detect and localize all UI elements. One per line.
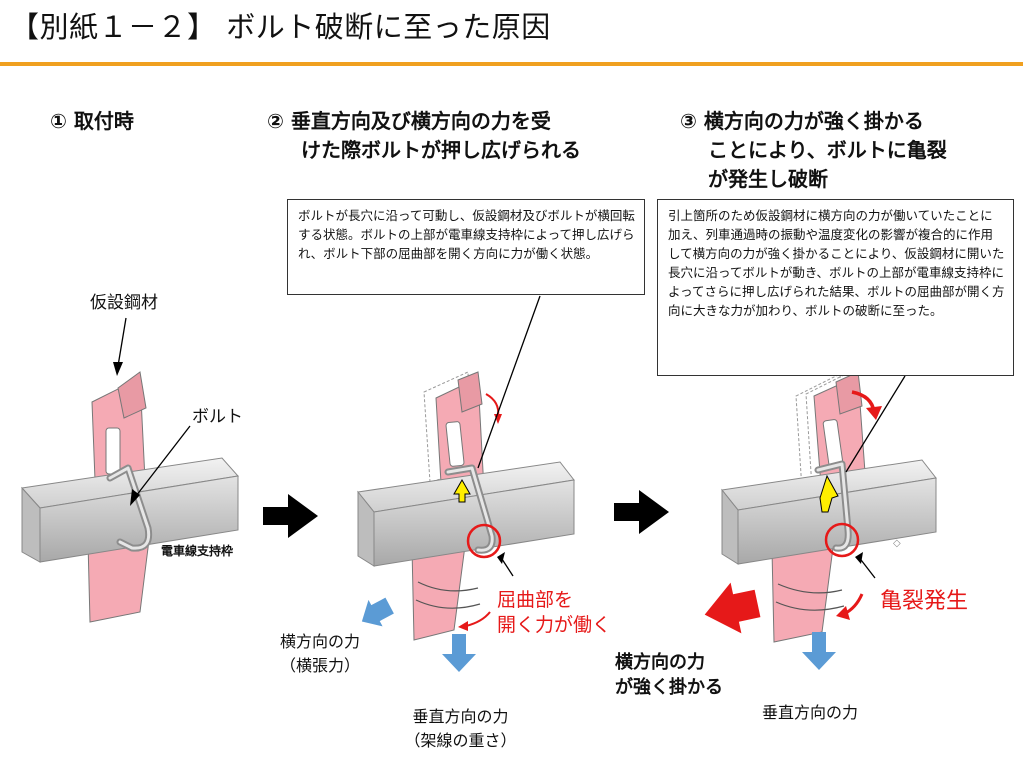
next-arrow-2 (614, 490, 669, 534)
steel-plate-slot (105, 427, 121, 475)
angle-end (721, 488, 739, 565)
title-underline (0, 62, 1023, 66)
label-strong-lateral: 横方向の力 が強く掛かる (615, 650, 723, 700)
vertical-force-line: 垂直方向の力 (412, 707, 509, 726)
label-lateral-force: 横方向の力 （横張力） (255, 628, 385, 676)
leader-desc2 (477, 295, 541, 469)
slide-arrow (453, 478, 471, 503)
label-support-frame: 電車線支持枠 (161, 544, 234, 558)
scene-3: ◇ (704, 371, 937, 670)
label-temporary-steel: 仮設鋼材 (90, 293, 158, 313)
strong-lateral-line-1: 横方向の力 (615, 652, 705, 673)
leader-steel-head (113, 362, 123, 376)
leader-bolt-head (130, 489, 140, 506)
force-arrow-strong (704, 582, 761, 634)
bend-force-line-1: 屈曲部を (497, 589, 574, 611)
force-arrow-lateral (361, 597, 394, 627)
vertical-force-sub: （架線の重さ） (404, 731, 517, 750)
force-arrow-vertical (802, 632, 836, 670)
page-title: 【別紙１－２】 ボルト破断に至った原因 (10, 10, 551, 44)
angle-end (21, 486, 41, 563)
crack-highlight (824, 522, 860, 558)
step-3-description: 引上箇所のため仮設鋼材に横方向の力が働いていたことに加え、列車通過時の振動や温度… (657, 199, 1014, 376)
leader-desc3 (845, 375, 906, 473)
step-2-description: ボルトが長穴に沿って可動し、仮設鋼材及びボルトが横回転する状態。ボルトの上部が電… (287, 199, 645, 295)
bend-force-line-2: 開く力が働く (497, 614, 612, 636)
slide-arrow (819, 474, 839, 513)
label-crack: 亀裂発生 (880, 589, 969, 614)
strong-lateral-line-2: が強く掛かる (615, 677, 723, 698)
label-bolt: ボルト (192, 407, 243, 427)
label-bend-force: 屈曲部を 開く力が働く (497, 588, 611, 638)
next-arrow-1 (263, 494, 318, 538)
angle-end (357, 490, 375, 567)
step-3-heading-line-3: が発生し破断 (708, 167, 828, 191)
step-1-heading: ① 取付時 (50, 107, 134, 136)
rotate-arrow (485, 393, 500, 417)
lateral-force-line: 横方向の力 (279, 632, 360, 651)
lateral-force-sub: （横張力） (279, 656, 360, 675)
leader-bolt (135, 425, 191, 497)
force-arrow-vertical (442, 634, 476, 672)
label-vertical-force: 垂直方向の力 （架線の重さ） (393, 703, 528, 751)
step-2-heading-line-1: ② 垂直方向及び横方向の力を受 (267, 109, 551, 133)
leader-steel (117, 317, 127, 367)
step-3-heading-line-1: ③ 横方向の力が強く掛かる (680, 109, 924, 133)
step-1-heading-line: ① 取付時 (50, 109, 134, 133)
step-3-heading-line-2: ことにより、ボルトに亀裂 (708, 138, 947, 162)
scene-1 (21, 317, 239, 623)
label-vertical-force-3: 垂直方向の力 (762, 703, 859, 722)
bend-highlight (466, 523, 502, 559)
svg-text:◇: ◇ (893, 538, 901, 549)
scene-2 (357, 295, 575, 672)
step-2-heading: ② 垂直方向及び横方向の力を受 けた際ボルトが押し広げられる (267, 107, 581, 165)
step-3-heading: ③ 横方向の力が強く掛かる ことにより、ボルトに亀裂 が発生し破断 (680, 107, 947, 194)
step-2-heading-line-2: けた際ボルトが押し広げられる (301, 138, 581, 162)
steel-plate-fold (117, 371, 147, 419)
